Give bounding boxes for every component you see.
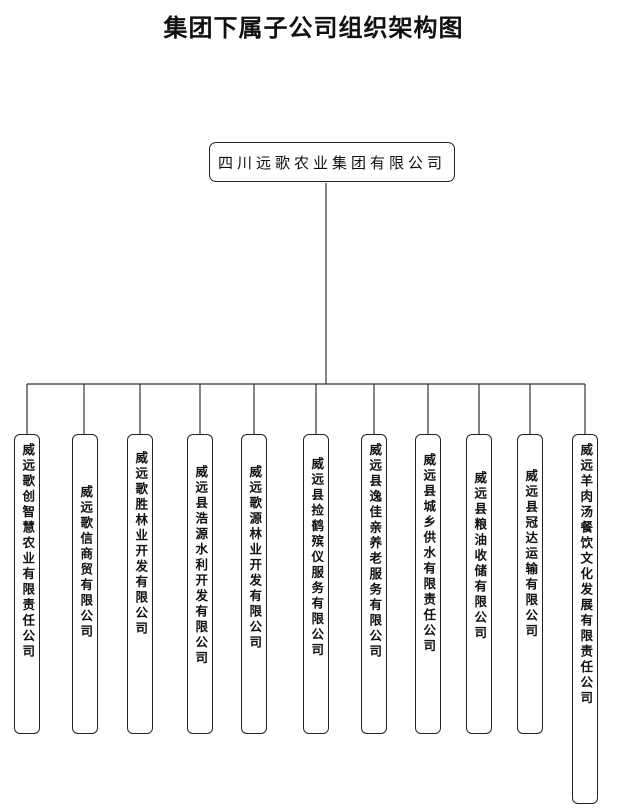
subsidiary-box: 威远歌源林业开发有限公司 (241, 434, 267, 734)
subsidiary-box: 威远羊肉汤餐饮文化发展有限责任公司 (572, 434, 598, 804)
root-company-box: 四川远歌农业集团有限公司 (209, 142, 455, 182)
root-company-label: 四川远歌农业集团有限公司 (217, 153, 446, 172)
subsidiary-box: 威远县捡鹤殡仪服务有限公司 (303, 434, 329, 734)
subsidiary-label: 威远歌信商贸有限公司 (78, 485, 94, 640)
subsidiary-label: 威远羊肉汤餐饮文化发展有限责任公司 (578, 443, 594, 707)
subsidiary-label: 威远歌源林业开发有限公司 (247, 465, 263, 651)
subsidiary-label: 威远县冠达运输有限公司 (523, 469, 539, 640)
subsidiary-label: 威远县逸佳亲养老服务有限公司 (367, 443, 383, 660)
subsidiary-label: 威远县浩源水利开发有限公司 (193, 465, 209, 667)
subsidiary-box: 威远县浩源水利开发有限公司 (187, 434, 213, 734)
subsidiary-label: 威远歌胜林业开发有限公司 (133, 451, 149, 637)
chart-title: 集团下属子公司组织架构图 (163, 13, 464, 42)
subsidiary-box: 威远歌胜林业开发有限公司 (127, 434, 153, 734)
subsidiary-label: 威远县城乡供水有限责任公司 (421, 453, 437, 655)
subsidiary-box: 威远歌创智慧农业有限责任公司 (14, 434, 40, 734)
subsidiary-box: 威远县逸佳亲养老服务有限公司 (361, 434, 387, 734)
subsidiary-box: 威远县粮油收储有限公司 (466, 434, 492, 734)
subsidiary-label: 威远歌创智慧农业有限责任公司 (20, 443, 36, 660)
subsidiary-box: 威远歌信商贸有限公司 (72, 434, 98, 734)
subsidiary-label: 威远县粮油收储有限公司 (472, 471, 488, 642)
subsidiary-label: 威远县捡鹤殡仪服务有限公司 (309, 457, 325, 659)
subsidiary-box: 威远县冠达运输有限公司 (517, 434, 543, 734)
subsidiary-box: 威远县城乡供水有限责任公司 (415, 434, 441, 734)
